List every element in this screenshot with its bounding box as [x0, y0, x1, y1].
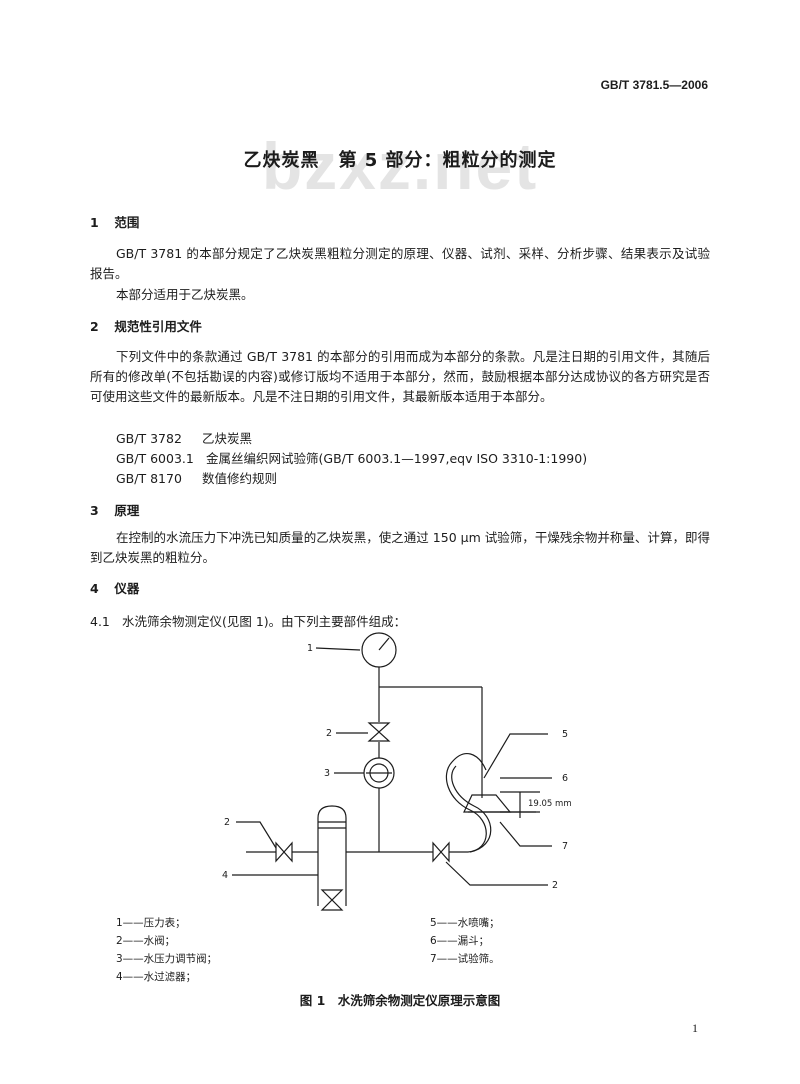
item-text: 水洗筛余物测定仪(见图 1)。由下列主要部件组成： — [122, 614, 407, 629]
legend-item: 6——漏斗； — [430, 935, 490, 947]
callout-label: 7 — [562, 841, 568, 852]
leader-line — [236, 821, 277, 849]
funnel-icon — [463, 794, 512, 813]
reference-code: GB/T 6003.1 — [116, 451, 194, 466]
item-number: 4.1 — [90, 614, 110, 629]
water-valve-icon — [367, 722, 391, 742]
reference-title: 乙炔炭黑 — [202, 431, 253, 446]
page-number: 1 — [692, 1021, 698, 1035]
section-3-paragraph-1: 在控制的水流压力下冲洗已知质量的乙炔炭黑，使之通过 150 μm 试验筛，干燥残… — [90, 530, 710, 565]
reference-item: GB/T 3782 乙炔炭黑 — [116, 428, 252, 447]
leader-line — [499, 821, 552, 847]
callout-label: 4 — [222, 870, 228, 881]
water-valve-icon — [432, 841, 450, 863]
section-title: 范围 — [114, 215, 140, 230]
legend-item: 7——试验筛。 — [430, 953, 500, 965]
dimension-label: 19.05 mm — [528, 799, 572, 809]
section-number: 2 — [90, 319, 99, 334]
section-2-paragraph-1: 下列文件中的条款通过 GB/T 3781 的本部分的引用而成为本部分的条款。凡是… — [90, 349, 710, 404]
figure-caption: 图 1 水洗筛余物测定仪原理示意图 — [299, 993, 501, 1008]
callout-label: 2 — [326, 728, 332, 739]
legend-item: 1——压力表； — [116, 917, 186, 929]
pressure-gauge-icon — [361, 632, 397, 668]
section-title: 规范性引用文件 — [114, 319, 202, 334]
legend-left: 1——压力表； 2——水阀； 3——水压力调节阀； 4——水过滤器； — [116, 914, 217, 986]
section-1-heading: 1 范围 — [90, 212, 139, 231]
page-title: 乙炔炭黑 第 5 部分：粗粒分的测定 — [243, 150, 557, 171]
callout-label: 2 — [224, 817, 230, 828]
hose — [451, 765, 492, 853]
section-title: 仪器 — [114, 581, 140, 596]
pressure-regulator-icon — [363, 757, 395, 789]
watermark: bzxz.net — [261, 129, 539, 203]
reference-title: 数值修约规则 — [202, 471, 278, 486]
callout-label: 3 — [324, 768, 330, 779]
section-2-heading: 2 规范性引用文件 — [90, 316, 202, 335]
section-number: 4 — [90, 581, 99, 596]
section-title: 原理 — [114, 503, 140, 518]
callout-label: 1 — [307, 643, 313, 654]
callout-label: 5 — [562, 729, 568, 740]
reference-item: GB/T 6003.1 金属丝编织网试验筛(GB/T 6003.1—1997,eq… — [116, 448, 587, 467]
callout-label: 6 — [562, 773, 568, 784]
legend-item: 2——水阀； — [116, 935, 176, 947]
water-filter-icon — [317, 805, 347, 911]
leader-line — [445, 861, 548, 886]
reference-code: GB/T 3782 — [116, 431, 182, 446]
legend-right: 5——水喷嘴； 6——漏斗； 7——试验筛。 — [430, 914, 500, 968]
leader-line — [315, 647, 361, 651]
callout-label: 2 — [552, 880, 558, 891]
legend-item: 5——水喷嘴； — [430, 917, 500, 929]
section-1-paragraph-1: GB/T 3781 的本部分规定了乙炔炭黑粗粒分测定的原理、仪器、试剂、采样、分… — [90, 246, 710, 281]
legend-item: 3——水压力调节阀； — [116, 953, 218, 965]
hose — [445, 753, 487, 853]
water-valve-icon — [275, 841, 293, 863]
legend-item: 4——水过滤器； — [116, 971, 197, 983]
reference-item: GB/T 8170 数值修约规则 — [116, 468, 277, 487]
standard-number: GB/T 3781.5—2006 — [600, 78, 708, 92]
section-number: 3 — [90, 503, 99, 518]
leader-line — [483, 733, 548, 779]
section-number: 1 — [90, 215, 99, 230]
section-4-heading: 4 仪器 — [90, 578, 139, 597]
section-3-heading: 3 原理 — [90, 500, 139, 519]
reference-code: GB/T 8170 — [116, 471, 182, 486]
item-4-1: 4.1 水洗筛余物测定仪(见图 1)。由下列主要部件组成： — [90, 611, 406, 630]
section-1-paragraph-2: 本部分适用于乙炔炭黑。 — [116, 287, 254, 302]
reference-title: 金属丝编织网试验筛(GB/T 6003.1—1997,eqv ISO 3310-… — [206, 451, 588, 466]
